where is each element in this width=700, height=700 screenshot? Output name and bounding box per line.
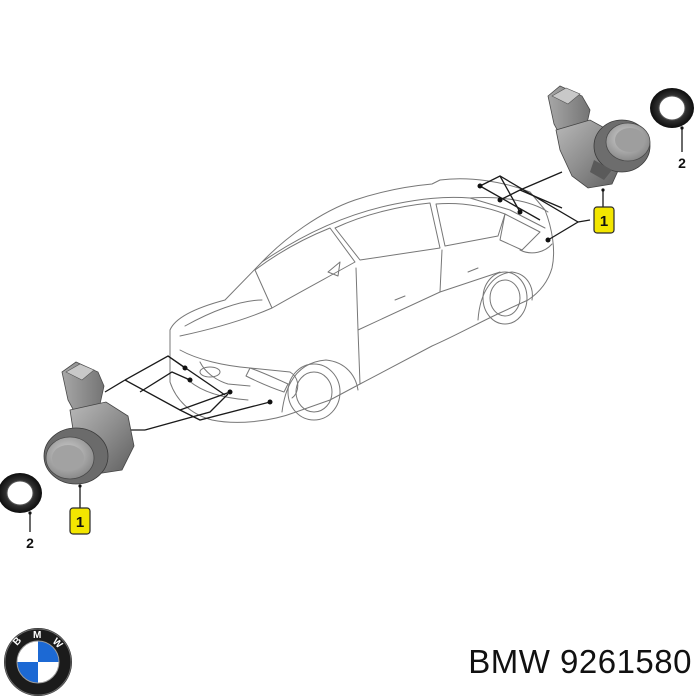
part-caption: BMW 9261580: [468, 643, 692, 681]
rear-leader-lines: [477, 171, 591, 243]
callout-label-front-sensor: 1: [76, 514, 84, 531]
callout-rear-sensor: 1: [593, 188, 615, 234]
front-seal-ring: [0, 473, 42, 513]
callout-front-seal: 2: [26, 511, 34, 551]
bmw-logo-letter-m: M: [33, 630, 41, 641]
rear-parking-sensor: [547, 85, 651, 189]
rear-seal-ring: [650, 88, 694, 128]
callout-label-front-seal: 2: [26, 535, 34, 551]
callout-label-rear-seal: 2: [678, 155, 686, 171]
callout-label-rear-sensor: 1: [600, 213, 608, 230]
front-leader-lines: [104, 355, 273, 431]
bmw-logo: B M W: [4, 628, 72, 696]
car-outline: [169, 178, 555, 423]
callout-rear-seal: 2: [678, 126, 686, 171]
brand-name: BMW: [468, 643, 551, 680]
part-number: 9261580: [560, 643, 692, 680]
front-parking-sensor: [43, 361, 135, 485]
callout-front-sensor: 1: [69, 484, 91, 535]
